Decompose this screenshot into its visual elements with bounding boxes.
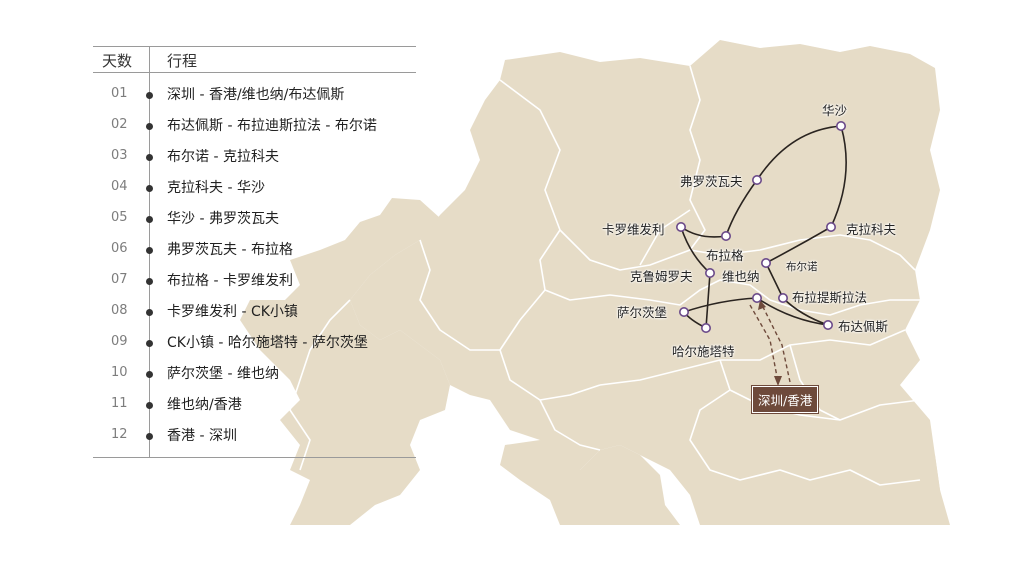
route-vienna-budapest <box>756 297 829 326</box>
day-number: 01 <box>111 86 128 101</box>
balkans-land <box>690 415 945 525</box>
route-brno-krakow <box>765 226 832 264</box>
route-text: 深圳 - 香港/维也纳/布达佩斯 <box>167 87 345 103</box>
table-row: 03 布尔诺 - 克拉科夫 <box>93 144 416 175</box>
day-number: 09 <box>111 334 128 349</box>
route-krumlov-hallstatt <box>705 272 711 329</box>
timeline-dot <box>146 371 153 378</box>
header-day: 天数 <box>102 52 133 70</box>
city-label-brno: 布尔诺 <box>786 261 818 273</box>
route-text: 华沙 - 弗罗茨瓦夫 <box>167 211 279 227</box>
table-row: 09 CK小镇 - 哈尔施塔特 - 萨尔茨堡 <box>93 330 416 361</box>
route-warsaw-wroclaw <box>756 125 842 181</box>
table-row: 12 香港 - 深圳 <box>93 423 416 454</box>
home-arrowhead <box>774 376 782 386</box>
city-marker-prague <box>720 231 731 242</box>
table-row: 07 布拉格 - 卡罗维发利 <box>93 268 416 299</box>
city-label-cesky-krumlov: 克鲁姆罗夫 <box>630 269 693 284</box>
city-marker-krakow <box>825 222 836 233</box>
western-europe-land <box>240 198 450 525</box>
city-label-budapest: 布达佩斯 <box>838 319 889 334</box>
city-label-warsaw: 华沙 <box>822 103 848 118</box>
city-label-hallstatt: 哈尔施塔特 <box>672 344 735 359</box>
itinerary-table: 天数 行程 01 深圳 - 香港/维也纳/布达佩斯 02 布达佩斯 - 布拉迪斯拉法… <box>93 46 416 458</box>
city-marker-warsaw <box>835 121 846 132</box>
route-text: 萨尔茨堡 - 维也纳 <box>167 366 279 382</box>
table-row: 04 克拉科夫 - 华沙 <box>93 175 416 206</box>
route-text: CK小镇 - 哈尔施塔特 - 萨尔茨堡 <box>167 335 368 351</box>
route-text: 维也纳/香港 <box>167 397 242 413</box>
route-text: 香港 - 深圳 <box>167 428 237 444</box>
day-number: 03 <box>111 148 128 163</box>
home-arrow-return <box>761 304 791 383</box>
table-row: 11 维也纳/香港 <box>93 392 416 423</box>
table-top-rule <box>93 46 416 47</box>
city-marker-vienna <box>751 292 762 303</box>
italy-land <box>500 440 680 525</box>
day-number: 12 <box>111 427 128 442</box>
city-marker-karlovy-vary <box>675 222 686 233</box>
city-marker-budapest <box>822 319 833 330</box>
timeline-dot <box>146 309 153 316</box>
route-text: 布尔诺 - 克拉科夫 <box>167 149 279 165</box>
city-marker-brno <box>760 257 771 268</box>
timeline-dot <box>146 340 153 347</box>
timeline-dot <box>146 92 153 99</box>
table-row: 10 萨尔茨堡 - 维也纳 <box>93 361 416 392</box>
city-label-bratislava: 布拉提斯拉法 <box>792 290 868 305</box>
city-label-wroclaw: 弗罗茨瓦夫 <box>680 174 743 189</box>
route-text: 布拉格 - 卡罗维发利 <box>167 273 293 289</box>
home-badge: 深圳/香港 <box>750 385 820 414</box>
home-arrowhead-return <box>758 300 766 310</box>
timeline-dot <box>146 433 153 440</box>
city-label-karlovy-vary: 卡罗维发利 <box>602 222 665 237</box>
home-route <box>749 300 791 386</box>
city-label-salzburg: 萨尔茨堡 <box>617 305 668 320</box>
timeline-dot <box>146 185 153 192</box>
city-marker-hallstatt <box>700 322 711 333</box>
city-marker-cesky-krumlov <box>704 267 715 278</box>
route-wroclaw-prague <box>725 179 758 237</box>
day-number: 05 <box>111 210 128 225</box>
table-row: 08 卡罗维发利 - CK小镇 <box>93 299 416 330</box>
table-bottom-rule <box>93 457 416 458</box>
city-label-krakow: 克拉科夫 <box>846 222 897 237</box>
itinerary-rows: 01 深圳 - 香港/维也纳/布达佩斯 02 布达佩斯 - 布拉迪斯拉法 - 布尔诺… <box>93 82 416 454</box>
timeline-dot <box>146 278 153 285</box>
day-number: 10 <box>111 365 128 380</box>
city-label-vienna: 维也纳 <box>722 269 760 284</box>
route-salzburg-vienna <box>683 297 758 313</box>
table-row: 02 布达佩斯 - 布拉迪斯拉法 - 布尔诺 <box>93 113 416 144</box>
timeline-dot <box>146 247 153 254</box>
day-number: 04 <box>111 179 128 194</box>
city-marker-salzburg <box>678 306 689 317</box>
table-row: 06 弗罗茨瓦夫 - 布拉格 <box>93 237 416 268</box>
timeline-dot <box>146 123 153 130</box>
day-number: 07 <box>111 272 128 287</box>
day-number: 08 <box>111 303 128 318</box>
route-text: 布达佩斯 - 布拉迪斯拉法 - 布尔诺 <box>167 118 377 134</box>
city-marker-wroclaw <box>751 175 762 186</box>
timeline-dot <box>146 154 153 161</box>
route-text: 克拉科夫 - 华沙 <box>167 180 265 196</box>
timeline-dot <box>146 216 153 223</box>
route-text: 弗罗茨瓦夫 - 布拉格 <box>167 242 293 258</box>
day-number: 11 <box>111 396 128 411</box>
table-row: 05 华沙 - 弗罗茨瓦夫 <box>93 206 416 237</box>
city-markers <box>675 121 846 333</box>
header-route: 行程 <box>167 52 198 70</box>
day-number: 06 <box>111 241 128 256</box>
route-krakow-warsaw <box>830 125 847 228</box>
table-row: 01 深圳 - 香港/维也纳/布达佩斯 <box>93 82 416 113</box>
route-text: 卡罗维发利 - CK小镇 <box>167 304 298 320</box>
city-marker-bratislava <box>777 292 788 303</box>
day-number: 02 <box>111 117 128 132</box>
route-bratislava-brno <box>765 262 784 299</box>
table-header-rule <box>93 72 416 73</box>
city-label-prague: 布拉格 <box>706 248 744 263</box>
timeline-dot <box>146 402 153 409</box>
